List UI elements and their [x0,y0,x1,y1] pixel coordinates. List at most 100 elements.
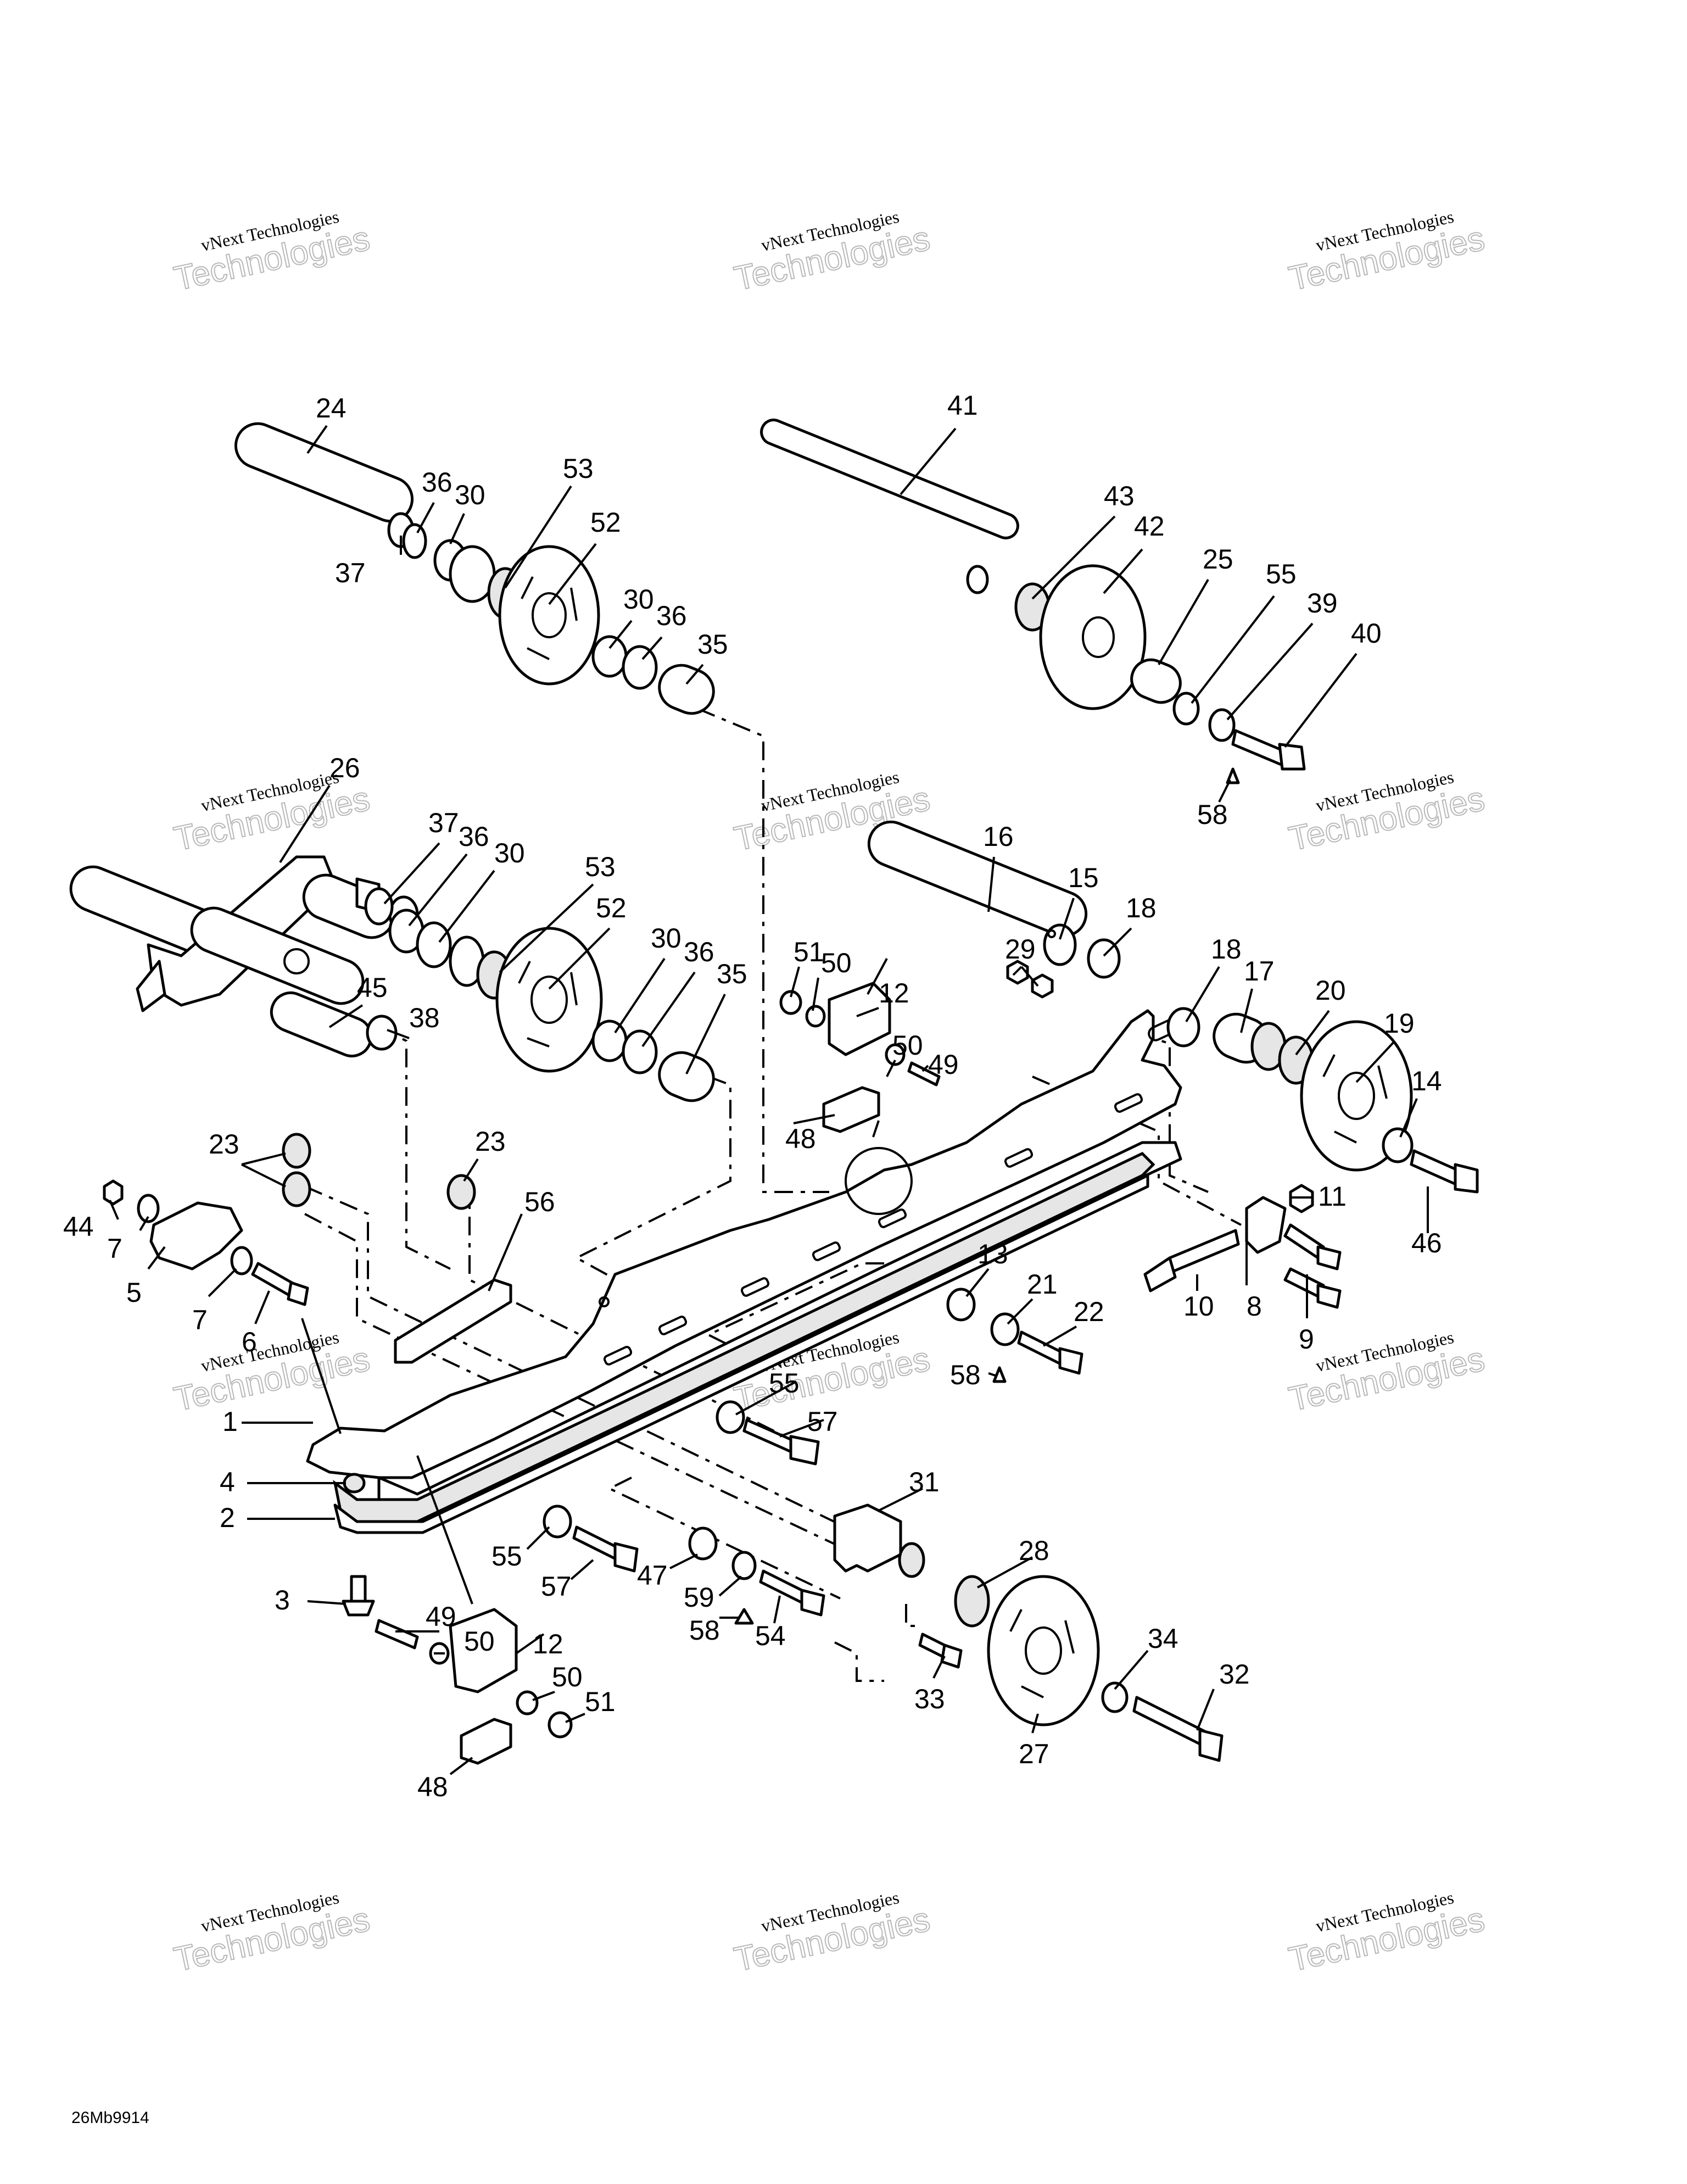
callout-29: 29 [1005,934,1036,965]
bolt-57-lower [572,1525,639,1573]
slider-shoe-5 [149,1201,243,1271]
bolt-57-upper [742,1418,820,1466]
right-rear-axle [867,820,1479,1194]
callout-54: 54 [755,1620,786,1651]
callout-22: 22 [1074,1296,1104,1327]
callout-48b: 48 [417,1771,448,1802]
callout-9: 9 [1299,1324,1314,1355]
bolt-40 [1231,729,1306,771]
callout-27: 27 [1019,1739,1049,1769]
callout-42: 42 [1134,511,1165,542]
watermark: vNext Technologies Technologies [1285,207,1488,298]
callout-41: 41 [947,390,978,421]
callout-7b: 7 [192,1305,208,1335]
callout-37b: 37 [428,807,459,838]
callout-labels: 24 36 30 53 52 37 30 36 35 41 43 42 25 5… [63,390,1442,1802]
screw-9-upper [1283,1223,1342,1271]
callout-20: 20 [1315,975,1346,1006]
watermark: vNext Technologies Technologies [730,1887,934,1979]
callout-37: 37 [335,558,366,588]
callout-43: 43 [1104,481,1135,511]
callout-4: 4 [220,1467,235,1497]
watermark: vNext Technologies Technologies [170,1887,373,1979]
callout-50d: 50 [552,1662,583,1692]
leader-lines [109,425,1429,1775]
callout-36d: 36 [684,937,714,967]
callout-51b: 51 [585,1686,616,1717]
callout-21: 21 [1027,1269,1058,1300]
callout-7: 7 [107,1233,122,1264]
callout-49b: 49 [426,1601,456,1632]
callout-55b: 55 [769,1368,800,1399]
callout-49: 49 [928,1049,959,1080]
callout-24: 24 [316,393,347,424]
block-56 [394,1278,512,1364]
callout-26: 26 [329,753,360,783]
callout-30b: 30 [623,584,654,615]
callout-12b: 12 [533,1629,563,1659]
callout-30d: 30 [651,923,681,954]
callout-56: 56 [524,1186,555,1217]
callout-35b: 35 [717,959,747,989]
callout-58: 58 [1197,799,1228,830]
bracket-31 [833,1503,902,1573]
callout-8: 8 [1247,1291,1262,1322]
top-left-idler [234,422,715,715]
callout-5: 5 [126,1277,142,1308]
stoppers [375,982,941,1765]
callout-23b: 23 [475,1126,506,1157]
callout-25: 25 [1203,544,1233,575]
callout-58c: 58 [689,1615,720,1646]
callout-39: 39 [1307,588,1338,619]
callout-53b: 53 [585,851,616,882]
callout-3: 3 [275,1585,290,1615]
callout-55: 55 [1266,559,1297,589]
callout-10: 10 [1183,1291,1214,1322]
bolt-32 [1132,1696,1224,1762]
callout-47: 47 [637,1560,668,1591]
rail-assembly [306,1009,1186,1534]
screw-9-lower [1283,1267,1342,1309]
callout-36c: 36 [459,821,489,852]
callout-34: 34 [1148,1623,1178,1654]
watermark: vNext Technologies Technologies [170,207,373,298]
callout-57b: 57 [541,1571,572,1602]
drawing-code: 26Mb9914 [71,2109,149,2127]
rear-lower-wheel [833,1503,1224,1762]
callout-17: 17 [1244,956,1275,987]
callout-15: 15 [1068,862,1099,893]
adjuster-assembly [1143,1184,1342,1309]
callout-19: 19 [1384,1008,1415,1039]
callout-50b: 50 [892,1030,923,1061]
callout-50c: 50 [464,1626,495,1657]
wheel-27 [987,1575,1100,1726]
front-arm-assembly [69,855,419,1057]
watermark: vNext Technologies Technologies [1285,1887,1488,1979]
wheel-52-middle [495,927,603,1073]
front-parts [103,1133,512,1364]
callout-48: 48 [785,1123,816,1154]
callout-51: 51 [794,937,824,967]
callout-30: 30 [455,480,485,510]
bolt-54 [759,1569,825,1617]
callout-32: 32 [1219,1659,1250,1690]
callout-30c: 30 [494,838,525,868]
callout-45: 45 [357,972,388,1003]
wheel-19 [1300,1020,1413,1172]
callout-1: 1 [222,1406,238,1437]
rail-slide-bottom [333,1174,1149,1534]
callout-38: 38 [409,1002,440,1033]
callout-33: 33 [914,1684,945,1714]
callout-6: 6 [242,1327,257,1357]
callout-31: 31 [909,1467,940,1497]
callout-11: 11 [1318,1181,1347,1212]
callout-18b: 18 [1211,934,1242,965]
callout-59: 59 [684,1582,714,1613]
callout-53: 53 [563,453,594,484]
bolt-46 [1410,1149,1479,1194]
callout-46: 46 [1411,1228,1442,1258]
watermark: vNext Technologies Technologies [1285,767,1488,859]
rail-frame [306,1009,1182,1479]
callout-52b: 52 [596,893,627,923]
